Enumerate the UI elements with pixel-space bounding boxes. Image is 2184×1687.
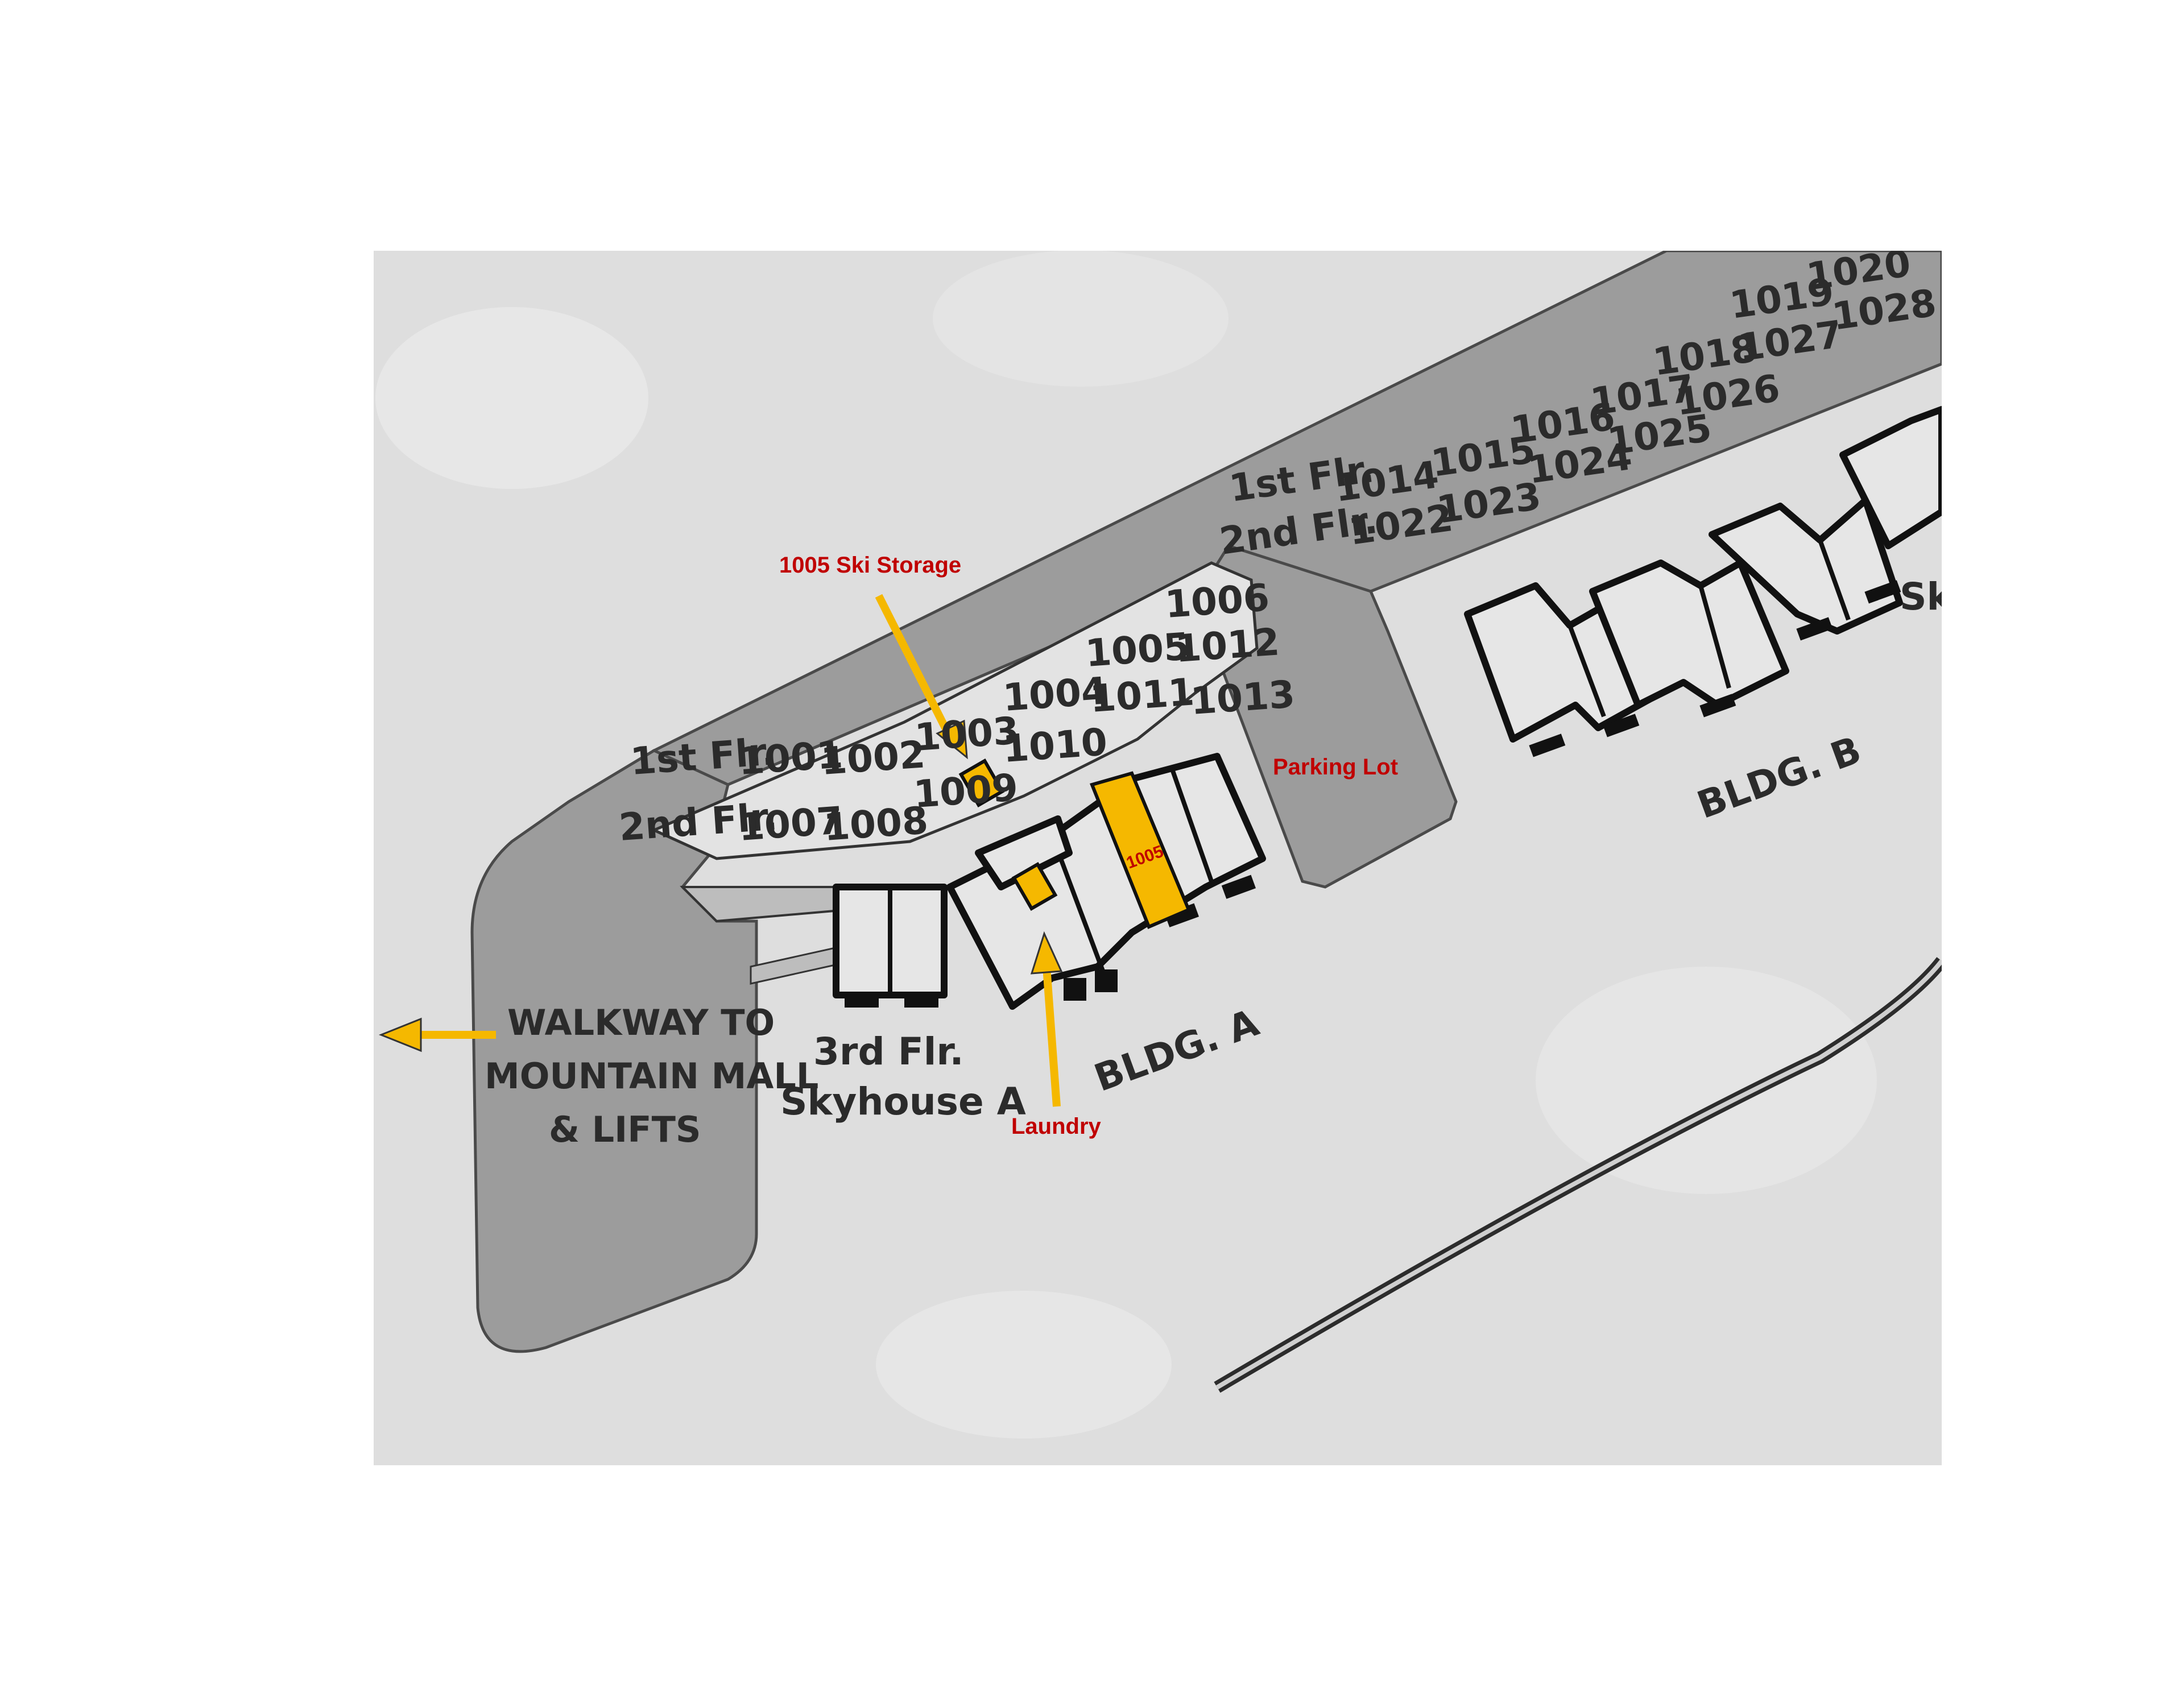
walkway-line1: WALKWAY TO — [507, 1002, 775, 1043]
unit-1009-label: 1009 — [912, 765, 1020, 816]
ski-storage-callout: 1005 Ski Storage — [779, 553, 961, 578]
walkway-area — [470, 749, 758, 1353]
building-a — [833, 753, 1266, 1010]
unit-1008-label: 1008 — [822, 798, 930, 849]
walkway-arrow — [378, 1017, 496, 1052]
unit-1013-label: 1013 — [1189, 672, 1297, 723]
parking-lot-callout: Parking Lot — [1273, 755, 1398, 780]
walkway-line2: MOUNTAIN MALL — [485, 1055, 818, 1097]
unit-1005-label: 1005 — [1084, 624, 1192, 675]
unit-1007-label: 1007 — [737, 798, 845, 849]
ski-storage-highlight — [958, 758, 1005, 807]
unit-1002-label: 1002 — [820, 732, 927, 784]
unit-1003-label: 1003 — [913, 708, 1021, 760]
floor-label-1st-a: 1st Flr. — [629, 729, 777, 784]
building-b — [1464, 406, 1942, 757]
laundry-callout: Laundry — [1011, 1114, 1102, 1139]
skyhouse-line1: 3rd Flr. — [813, 1030, 964, 1073]
skyhouse-line2: Skyhouse A — [780, 1080, 1026, 1124]
laundry-arrow — [1030, 931, 1063, 1107]
unit-1001-label: 1001 — [737, 732, 845, 784]
walkway-line3: & LIFTS — [549, 1109, 701, 1150]
laundry-highlight — [1011, 862, 1058, 911]
unit-1010-label: 1010 — [1002, 720, 1109, 771]
skyhouse-b-partial-label: Sk — [1900, 575, 1953, 619]
unit-1006-label: 1006 — [1164, 575, 1271, 627]
unit-1011-label: 1011 — [1089, 670, 1196, 721]
ski-storage-arrow — [875, 594, 968, 760]
unit-1004-label: 1004 — [1002, 669, 1109, 720]
unit-1012-label: 1012 — [1174, 620, 1281, 671]
unit-1005-highlight — [1089, 771, 1191, 929]
